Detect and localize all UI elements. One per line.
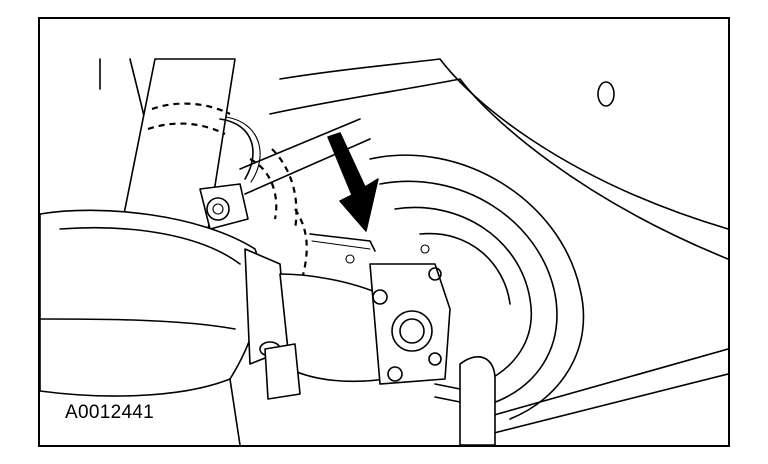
inner-fender-panel (99, 58, 728, 260)
sensor-wire (309, 233, 376, 252)
wheel-stud (372, 289, 388, 305)
wheel-stud (428, 352, 442, 366)
lower-control-arm (459, 348, 728, 445)
lower-bracket (229, 343, 461, 445)
brake-hose (219, 116, 261, 183)
diagram-frame: A0012441 (38, 17, 730, 447)
wheel-stud (387, 366, 403, 382)
callout-arrow (327, 132, 379, 232)
fender-hole (597, 81, 615, 107)
mounting-bolt (199, 183, 249, 230)
axle-housing (40, 209, 289, 397)
brake-drum (369, 154, 585, 420)
wheel-stud (428, 267, 442, 281)
wheel-hub (345, 244, 451, 385)
hub-center (391, 310, 433, 352)
upper-arm (239, 118, 371, 280)
figure-id-label: A0012441 (65, 402, 155, 423)
rear-brake-assembly-illustration (40, 58, 728, 445)
